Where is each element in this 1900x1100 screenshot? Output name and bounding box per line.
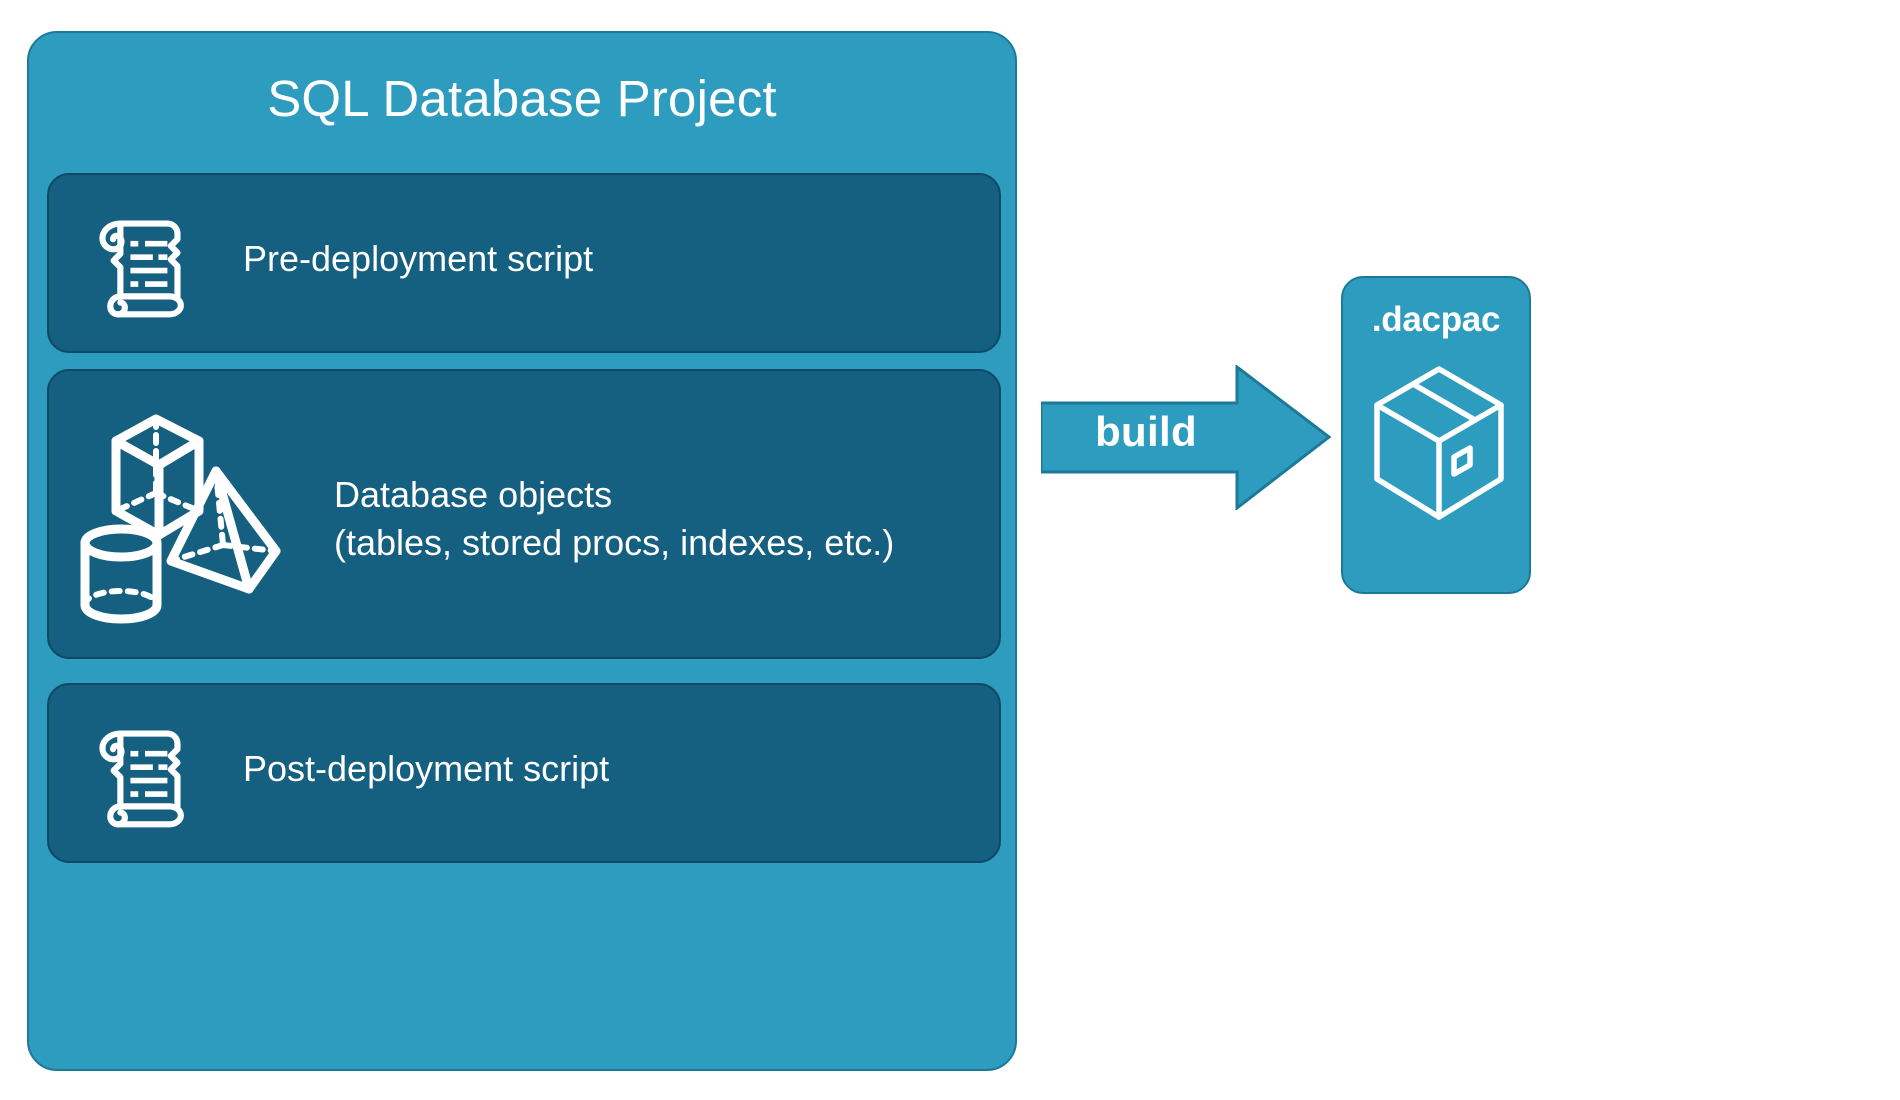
project-title: SQL Database Project bbox=[267, 70, 777, 127]
panel-post-deployment-label: Post-deployment script bbox=[243, 748, 610, 789]
dacpac-output-card[interactable]: .dacpac bbox=[1341, 276, 1531, 594]
pyramid-icon bbox=[166, 466, 281, 594]
panel-pre-deployment-label: Pre-deployment script bbox=[243, 238, 594, 279]
panel-pre-deployment[interactable]: Pre-deployment script bbox=[47, 173, 1001, 353]
panel-database-objects-label: Database objects (tables, stored procs, … bbox=[334, 474, 895, 563]
panel-database-objects[interactable]: Database objects (tables, stored procs, … bbox=[47, 369, 1001, 659]
panel-post-deployment[interactable]: Post-deployment script bbox=[47, 683, 1001, 863]
scroll-icon bbox=[99, 730, 184, 828]
package-box-icon bbox=[1374, 366, 1504, 520]
sql-database-project-card: SQL Database Project bbox=[27, 31, 1017, 1071]
dacpac-title: .dacpac bbox=[1371, 300, 1501, 339]
scroll-icon bbox=[99, 220, 184, 318]
cube-icon bbox=[111, 414, 204, 540]
right-arrow-icon bbox=[1041, 365, 1331, 510]
cylinder-icon bbox=[80, 524, 162, 624]
shapes-icon bbox=[80, 414, 281, 624]
